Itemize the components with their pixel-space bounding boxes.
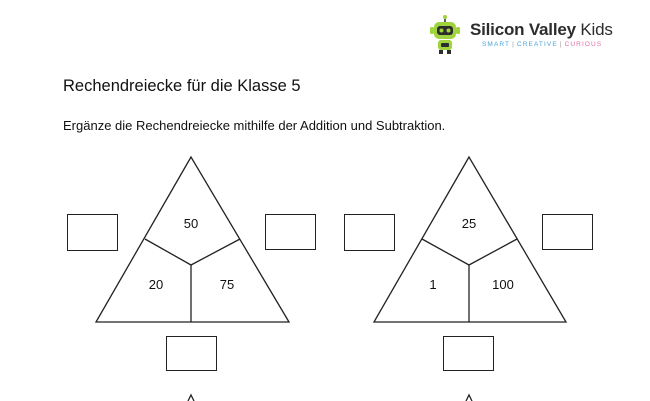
triangle-2-right-value: 100	[492, 277, 514, 292]
robot-mascot-icon	[430, 15, 460, 54]
worksheet-instruction: Ergänze die Rechendreiecke mithilfe der …	[63, 118, 446, 133]
triangle-1-answer-bottom[interactable]	[166, 336, 217, 371]
triangle-1-answer-left[interactable]	[67, 214, 118, 251]
triangle-2-answer-left[interactable]	[344, 214, 395, 251]
triangle-2-answer-right[interactable]	[542, 214, 593, 250]
brand-tagline: SMART|CREATIVE|CURIOUS	[482, 41, 603, 48]
triangle-1-left-value: 20	[148, 277, 164, 292]
brand-name: Silicon Valley Kids	[470, 20, 613, 39]
calc-triangle-1-shape	[94, 155, 291, 323]
worksheet-title: Rechendreiecke für die Klasse 5	[63, 77, 301, 95]
brand-logo: Silicon Valley Kids SMART|CREATIVE|CURIO…	[424, 14, 614, 56]
triangle-1-right-value: 75	[219, 277, 235, 292]
triangle-2-top-value: 25	[461, 216, 477, 231]
calc-triangle-2-shape	[372, 155, 568, 323]
triangle-2-left-value: 1	[429, 277, 437, 292]
triangle-1-top-value: 50	[183, 216, 199, 231]
triangle-2-answer-bottom[interactable]	[443, 336, 494, 371]
triangle-1-answer-right[interactable]	[265, 214, 316, 250]
next-row-triangle-peek	[187, 393, 473, 401]
